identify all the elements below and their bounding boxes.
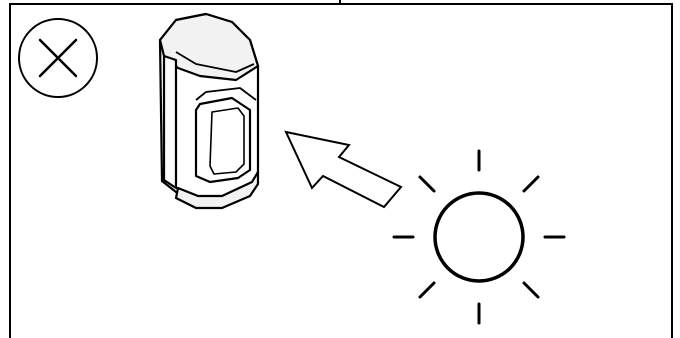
sensor-cap-rim	[175, 51, 255, 73]
sensor-lens-top-edge	[195, 87, 257, 101]
sun-ray	[522, 281, 540, 299]
frame-border	[9, 0, 673, 338]
motion-sensor-icon	[158, 12, 260, 210]
outline-arrow-icon	[284, 130, 403, 209]
sun-disc	[433, 191, 525, 283]
sun-icon	[392, 149, 566, 325]
sun-ray	[418, 281, 436, 299]
sun-ray	[522, 175, 540, 193]
sensor-foot	[174, 170, 260, 210]
sun-ray	[418, 175, 436, 193]
sensor-side-panel	[162, 54, 178, 190]
cross-in-circle-icon	[18, 18, 98, 98]
sensor-lens-inner	[209, 107, 245, 175]
